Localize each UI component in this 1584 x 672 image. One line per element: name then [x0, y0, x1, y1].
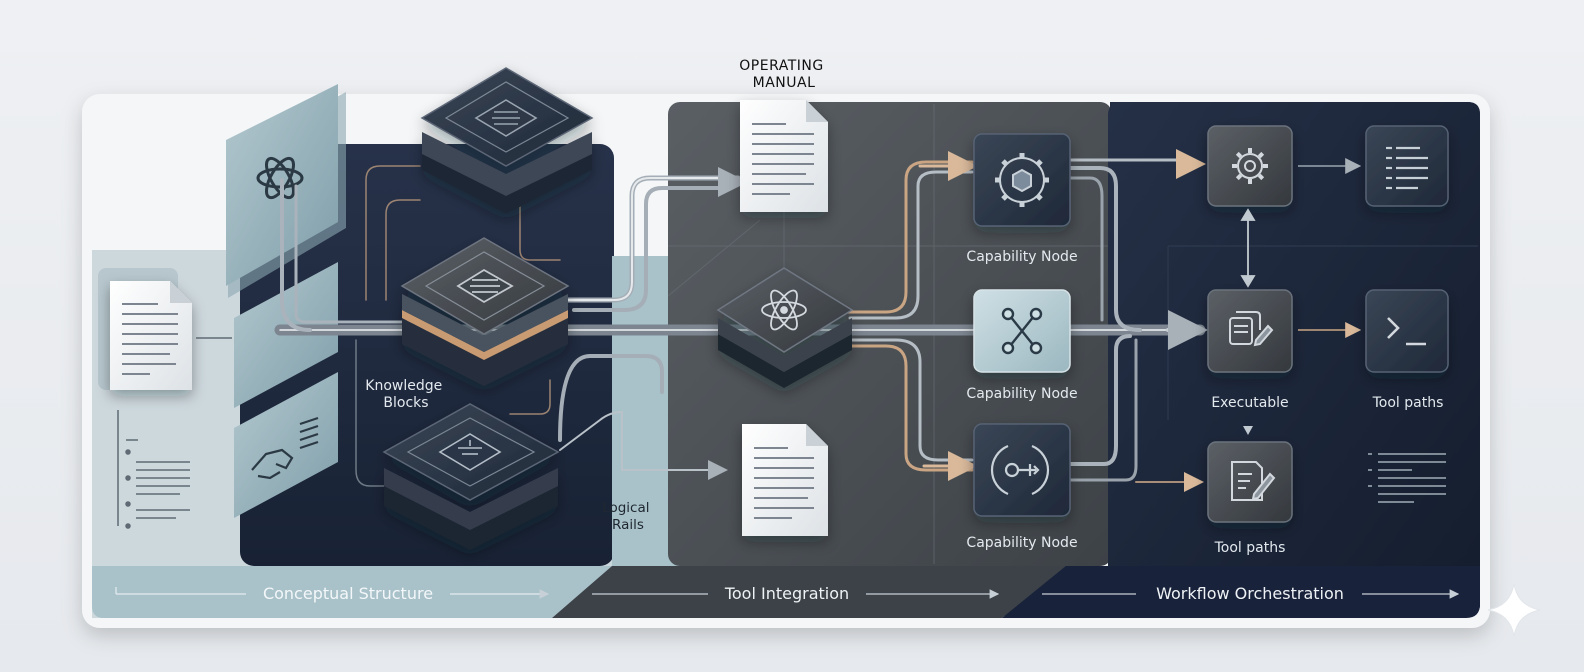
knowledge-blocks-label: Knowledge Blocks — [365, 378, 446, 411]
chip-middle-icon — [456, 268, 514, 304]
executable-tile — [1207, 289, 1293, 373]
operating-manual-document-icon — [740, 100, 828, 212]
lower-document-icon — [742, 424, 828, 536]
gear-icon — [1232, 148, 1268, 184]
tool-paths-right-label: Tool paths — [1372, 395, 1444, 411]
sparkle-icon — [1487, 583, 1541, 637]
executable-label: Executable — [1211, 395, 1288, 411]
list-tile — [1365, 125, 1449, 207]
down-arrow-icon — [1243, 426, 1253, 435]
terminal-icon — [1387, 317, 1426, 346]
panel-bottom — [234, 372, 338, 518]
stage-workflow: Workflow Orchestration — [1042, 584, 1460, 603]
tool-paths-bottom-label: Tool paths — [1214, 540, 1286, 556]
chip-top-icon — [474, 99, 538, 137]
vertical-bidir-arrow — [1240, 208, 1256, 288]
key-node-icon — [990, 444, 1050, 496]
capability-node-2-label: Capability Node — [966, 386, 1077, 402]
capability-node-1 — [973, 133, 1071, 227]
stage-tool: Tool Integration — [592, 584, 1000, 603]
capability-node-1-label: Capability Node — [966, 249, 1077, 265]
tool-paths-tile — [1207, 441, 1293, 523]
stage-label-workflow: Workflow Orchestration — [1156, 584, 1344, 603]
chip-middle — [400, 237, 570, 386]
atom-hub — [716, 267, 854, 388]
capability-node-3 — [973, 423, 1071, 517]
atom-icon — [761, 289, 807, 331]
capability-node-3-label: Capability Node — [966, 535, 1077, 551]
flowchart-chip-icon — [438, 433, 502, 471]
source-list-icon — [117, 410, 190, 529]
gear-tile — [1207, 125, 1293, 207]
stage-label-tool: Tool Integration — [724, 584, 849, 603]
gear-cube-icon — [995, 153, 1049, 207]
stage-bar — [92, 566, 1480, 618]
network-icon — [1001, 307, 1043, 355]
stage-conceptual: Conceptual Structure — [115, 584, 550, 603]
logical-rails-label: Logical Rails — [602, 500, 654, 533]
edit-document-icon — [1231, 461, 1276, 501]
handshake-icon — [251, 416, 319, 480]
terminal-tile — [1365, 289, 1449, 373]
edit-stack-icon — [1229, 311, 1274, 347]
chip-top — [420, 67, 594, 214]
operating-manual-label: OPERATING MANUAL — [739, 58, 828, 91]
stage-label-conceptual: Conceptual Structure — [263, 584, 433, 603]
output-list-icon — [1368, 453, 1446, 503]
capability-node-2 — [973, 289, 1071, 373]
list-icon — [1386, 146, 1428, 190]
chip-bottom — [382, 403, 560, 550]
source-document-icon — [110, 281, 192, 390]
